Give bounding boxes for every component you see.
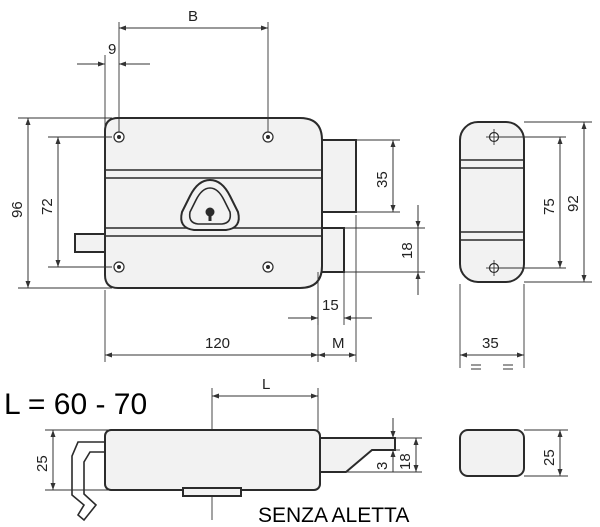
bolt-housing xyxy=(317,139,357,213)
dim-72: 72 xyxy=(39,198,56,215)
length-formula: L = 60 - 70 xyxy=(4,388,147,421)
dim-35-side: 35 xyxy=(482,335,499,352)
screw-bottom-left xyxy=(113,261,125,273)
dim-B: B xyxy=(188,8,198,25)
dim-18-upper: 18 xyxy=(399,242,416,259)
bottom-view: L 25 3 18 SENZA ALETTA xyxy=(34,376,422,527)
dim-18-lower: 18 xyxy=(397,453,414,470)
screw-top-right xyxy=(262,131,274,143)
side-view: 75 92 35 xyxy=(459,121,592,370)
bottom-tab xyxy=(182,487,242,497)
dim-L: L xyxy=(262,376,270,393)
screw-top-left xyxy=(113,131,125,143)
dim-M: M xyxy=(332,335,345,352)
side-bottom-view: 25 xyxy=(459,429,568,477)
dim-75: 75 xyxy=(541,198,558,215)
dim-15: 15 xyxy=(322,297,339,314)
dim-120: 120 xyxy=(205,335,230,352)
bottom-hook xyxy=(71,441,105,522)
left-stub xyxy=(74,233,106,253)
dim-25-left: 25 xyxy=(34,455,51,472)
dim-96: 96 xyxy=(9,201,26,218)
caption: SENZA ALETTA xyxy=(258,504,409,527)
dim-92: 92 xyxy=(565,195,582,212)
keyhole-escutcheon xyxy=(180,178,240,231)
screw-bottom-right xyxy=(262,261,274,273)
front-view: B 9 96 72 35 18 15 xyxy=(9,8,425,362)
dim-35-upper: 35 xyxy=(374,171,391,188)
side-body xyxy=(459,121,525,283)
dim-3: 3 xyxy=(374,462,391,470)
side-bottom-body xyxy=(459,429,525,477)
dim-25-right: 25 xyxy=(541,449,558,466)
bottom-body xyxy=(104,429,321,491)
dim-9: 9 xyxy=(108,41,116,58)
